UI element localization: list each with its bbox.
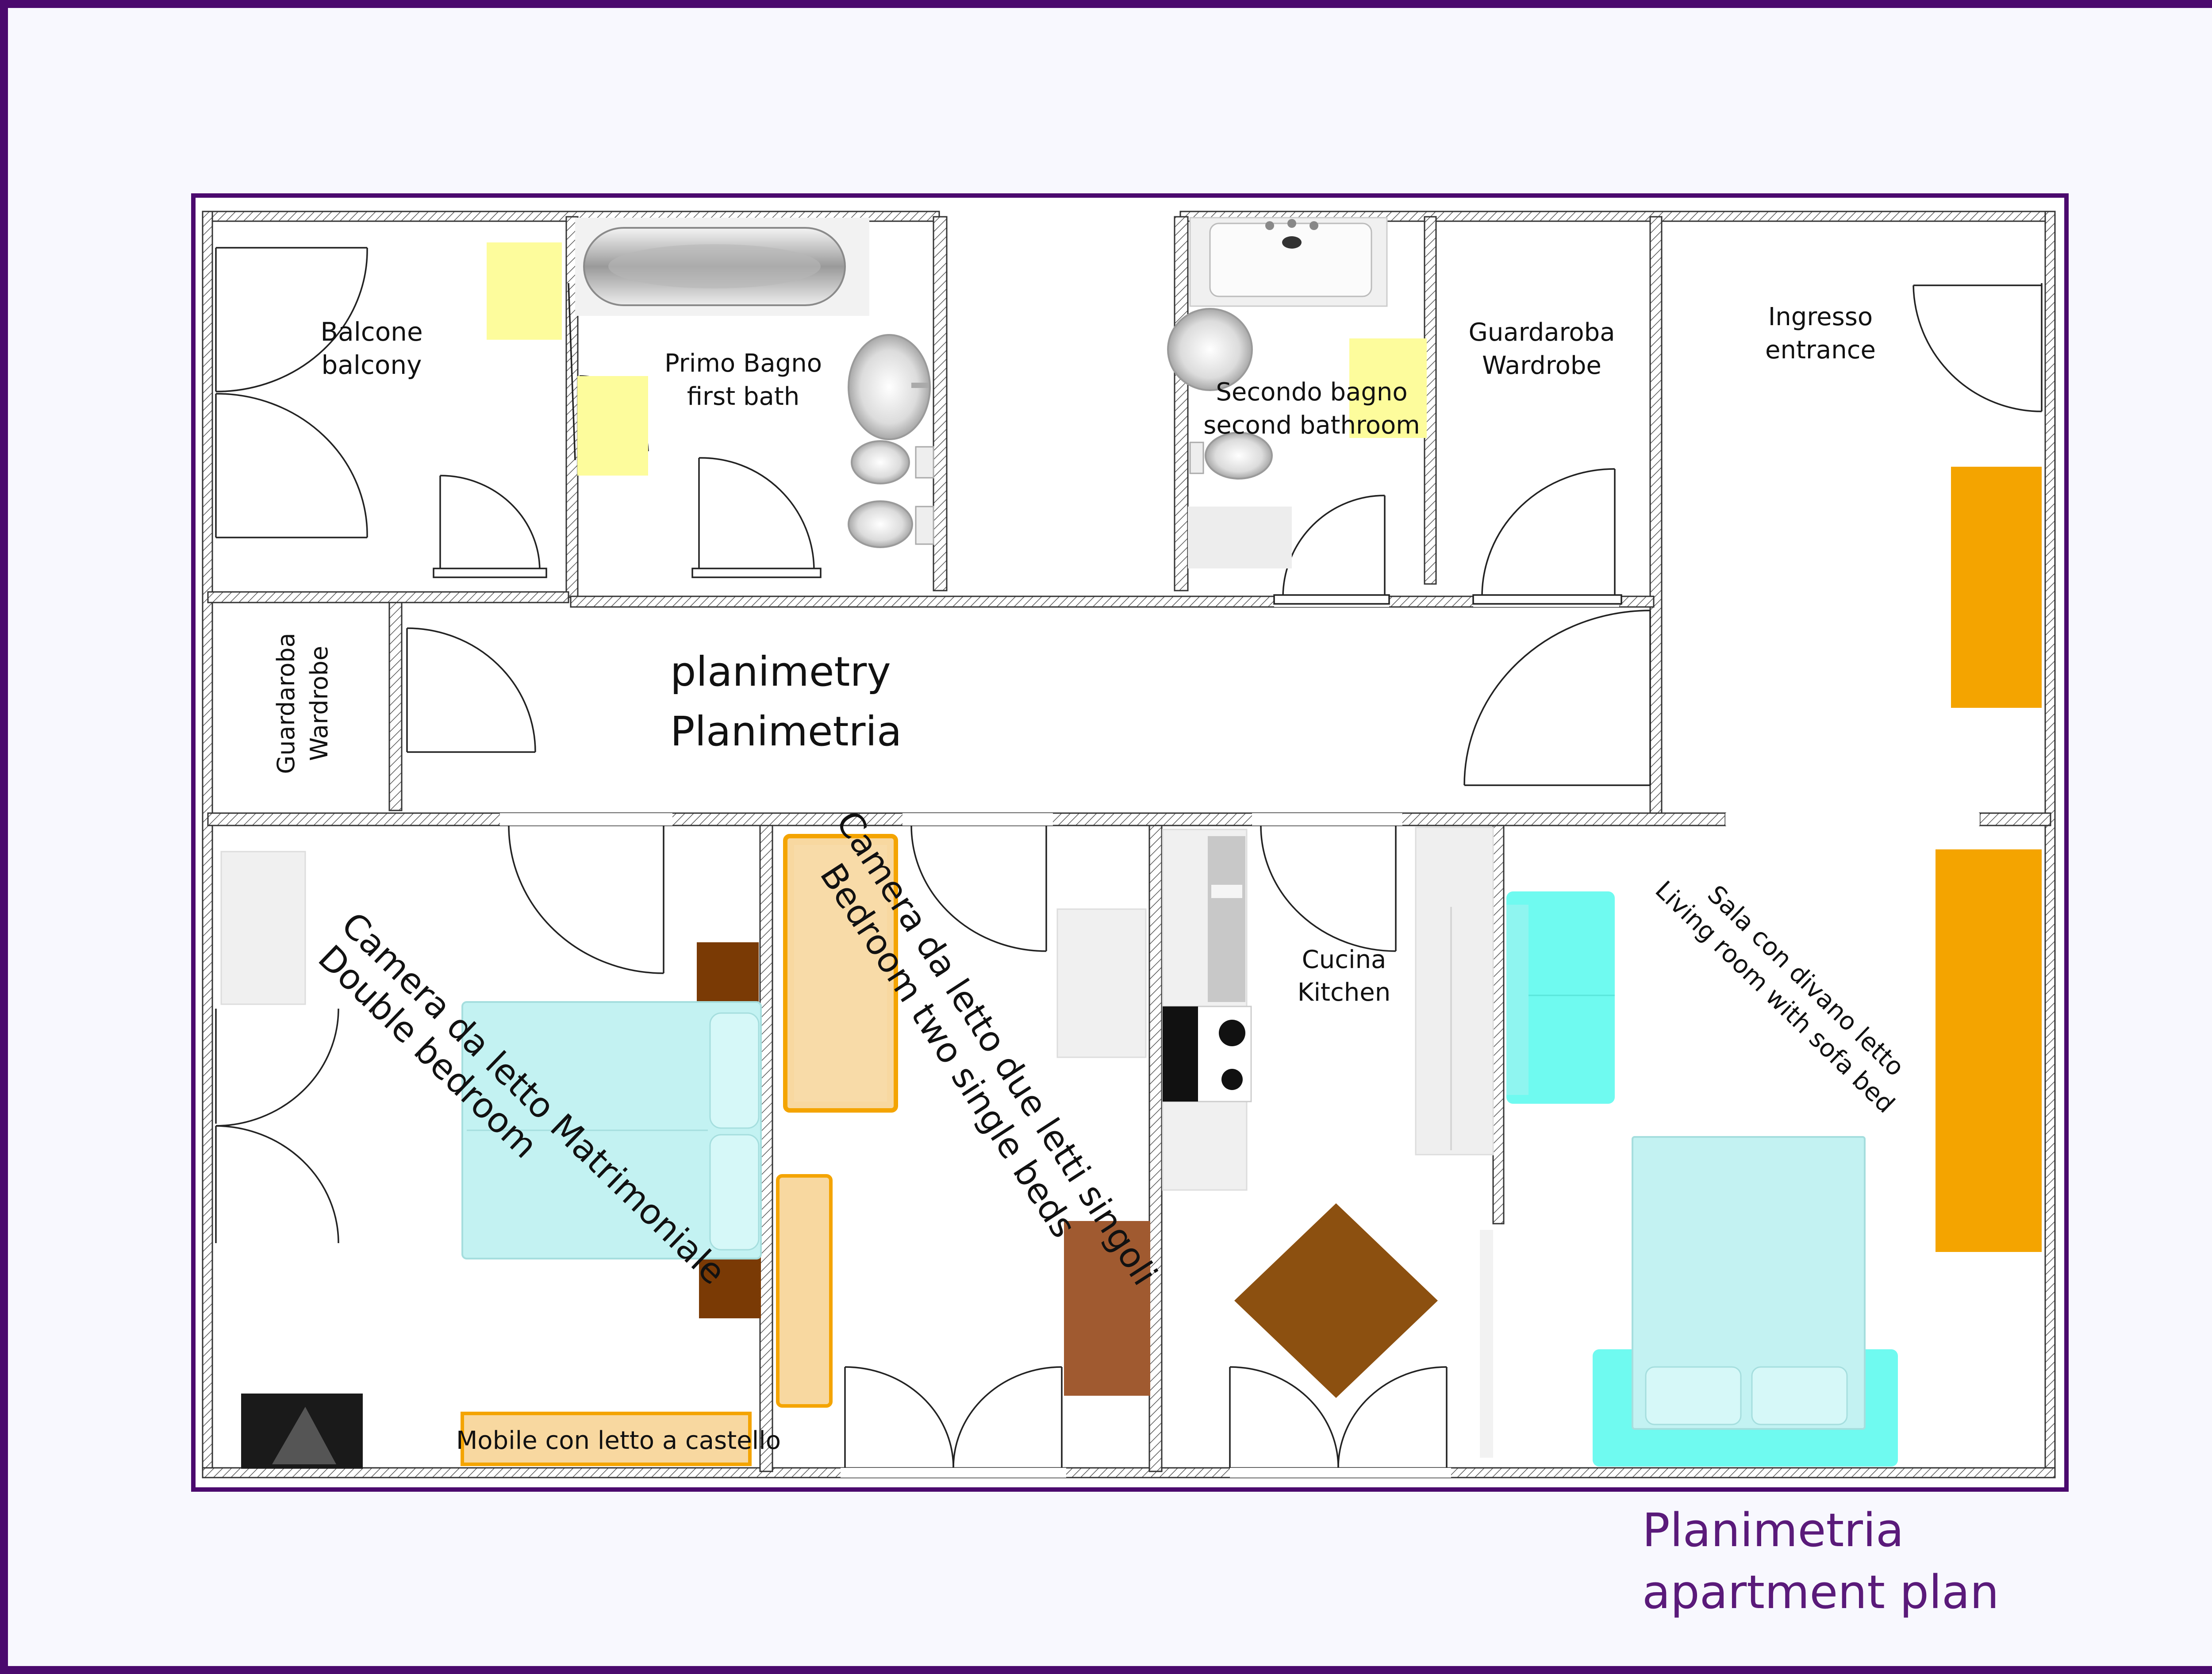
tv-icon <box>272 1407 336 1464</box>
single-bed <box>776 1174 833 1408</box>
label-entrance-it: Ingresso <box>1768 303 1873 331</box>
dresser <box>220 851 306 1005</box>
label-kitchen-en: Kitchen <box>1298 978 1390 1007</box>
room-label-entrance: Ingresso entrance <box>1765 303 1876 365</box>
label-second-bath-en: second bathroom <box>1203 411 1420 440</box>
sink-icon <box>1167 308 1253 391</box>
room-label-wardrobe-top: Guardaroba Wardrobe <box>1468 318 1615 380</box>
dining-table <box>1234 1203 1438 1398</box>
room-label-corridor: planimetry Planimetria <box>670 648 902 755</box>
desk <box>1064 1221 1150 1396</box>
sticky-note <box>487 242 562 340</box>
dresser <box>1056 908 1147 1058</box>
armchair <box>1506 891 1615 1104</box>
sofa-bed <box>1593 1136 1898 1467</box>
caption-line2: apartment plan <box>1642 1565 1999 1619</box>
sticky-note <box>577 376 648 476</box>
wardrobe-orange <box>1951 467 2042 708</box>
caption-line1: Planimetria <box>1642 1503 1904 1557</box>
sticky-note <box>1349 338 1427 438</box>
stove-icon <box>1162 1006 1252 1102</box>
label-wardrobe-left-en: Wardrobe <box>305 646 333 761</box>
shower-icon <box>1189 217 1388 307</box>
label-wardrobe-left-it: Guardaroba <box>272 633 300 774</box>
label-wardrobe-top-it: Guardaroba <box>1468 318 1615 347</box>
toilet-icon <box>848 500 934 548</box>
room-label-second-bath: Secondo bagno second bathroom <box>1203 378 1420 440</box>
wardrobe-orange <box>1936 849 2042 1252</box>
bunk-furniture <box>461 1412 752 1466</box>
single-bed <box>783 834 898 1113</box>
bidet-icon <box>851 440 934 484</box>
room-label-first-bath: Primo Bagno first bath <box>664 349 822 411</box>
label-bunk-furniture: Mobile con letto a castello <box>456 1426 781 1455</box>
washing-machine <box>1188 507 1292 568</box>
nightstand <box>697 942 759 1004</box>
room-label-wardrobe-left: Guardaroba Wardrobe <box>272 633 333 774</box>
label-entrance-en: entrance <box>1765 336 1876 365</box>
label-first-bath-en: first bath <box>687 382 800 411</box>
label-corridor-it: Planimetria <box>670 708 902 755</box>
label-kitchen-it: Cucina <box>1302 945 1386 974</box>
fridge-cabinet <box>1415 826 1494 1156</box>
label-first-bath-it: Primo Bagno <box>664 349 822 378</box>
label-balcony-en: balcony <box>322 350 422 380</box>
label-second-bath-it: Secondo bagno <box>1216 378 1407 407</box>
bathtub-icon <box>575 218 869 316</box>
label-wardrobe-top-en: Wardrobe <box>1482 351 1601 380</box>
label-balcony-it: Balcone <box>320 317 422 347</box>
plan-caption: Planimetria apartment plan <box>1642 1503 1999 1619</box>
room-label-balcony: Balcone balcony <box>320 317 422 380</box>
double-bed <box>461 1001 762 1259</box>
room-label-kitchen: Cucina Kitchen <box>1298 945 1390 1007</box>
toilet-icon <box>1189 432 1273 480</box>
doors <box>215 247 2043 1468</box>
label-corridor-en: planimetry <box>670 648 891 695</box>
nightstand <box>699 1256 761 1318</box>
sink-icon <box>848 334 931 440</box>
